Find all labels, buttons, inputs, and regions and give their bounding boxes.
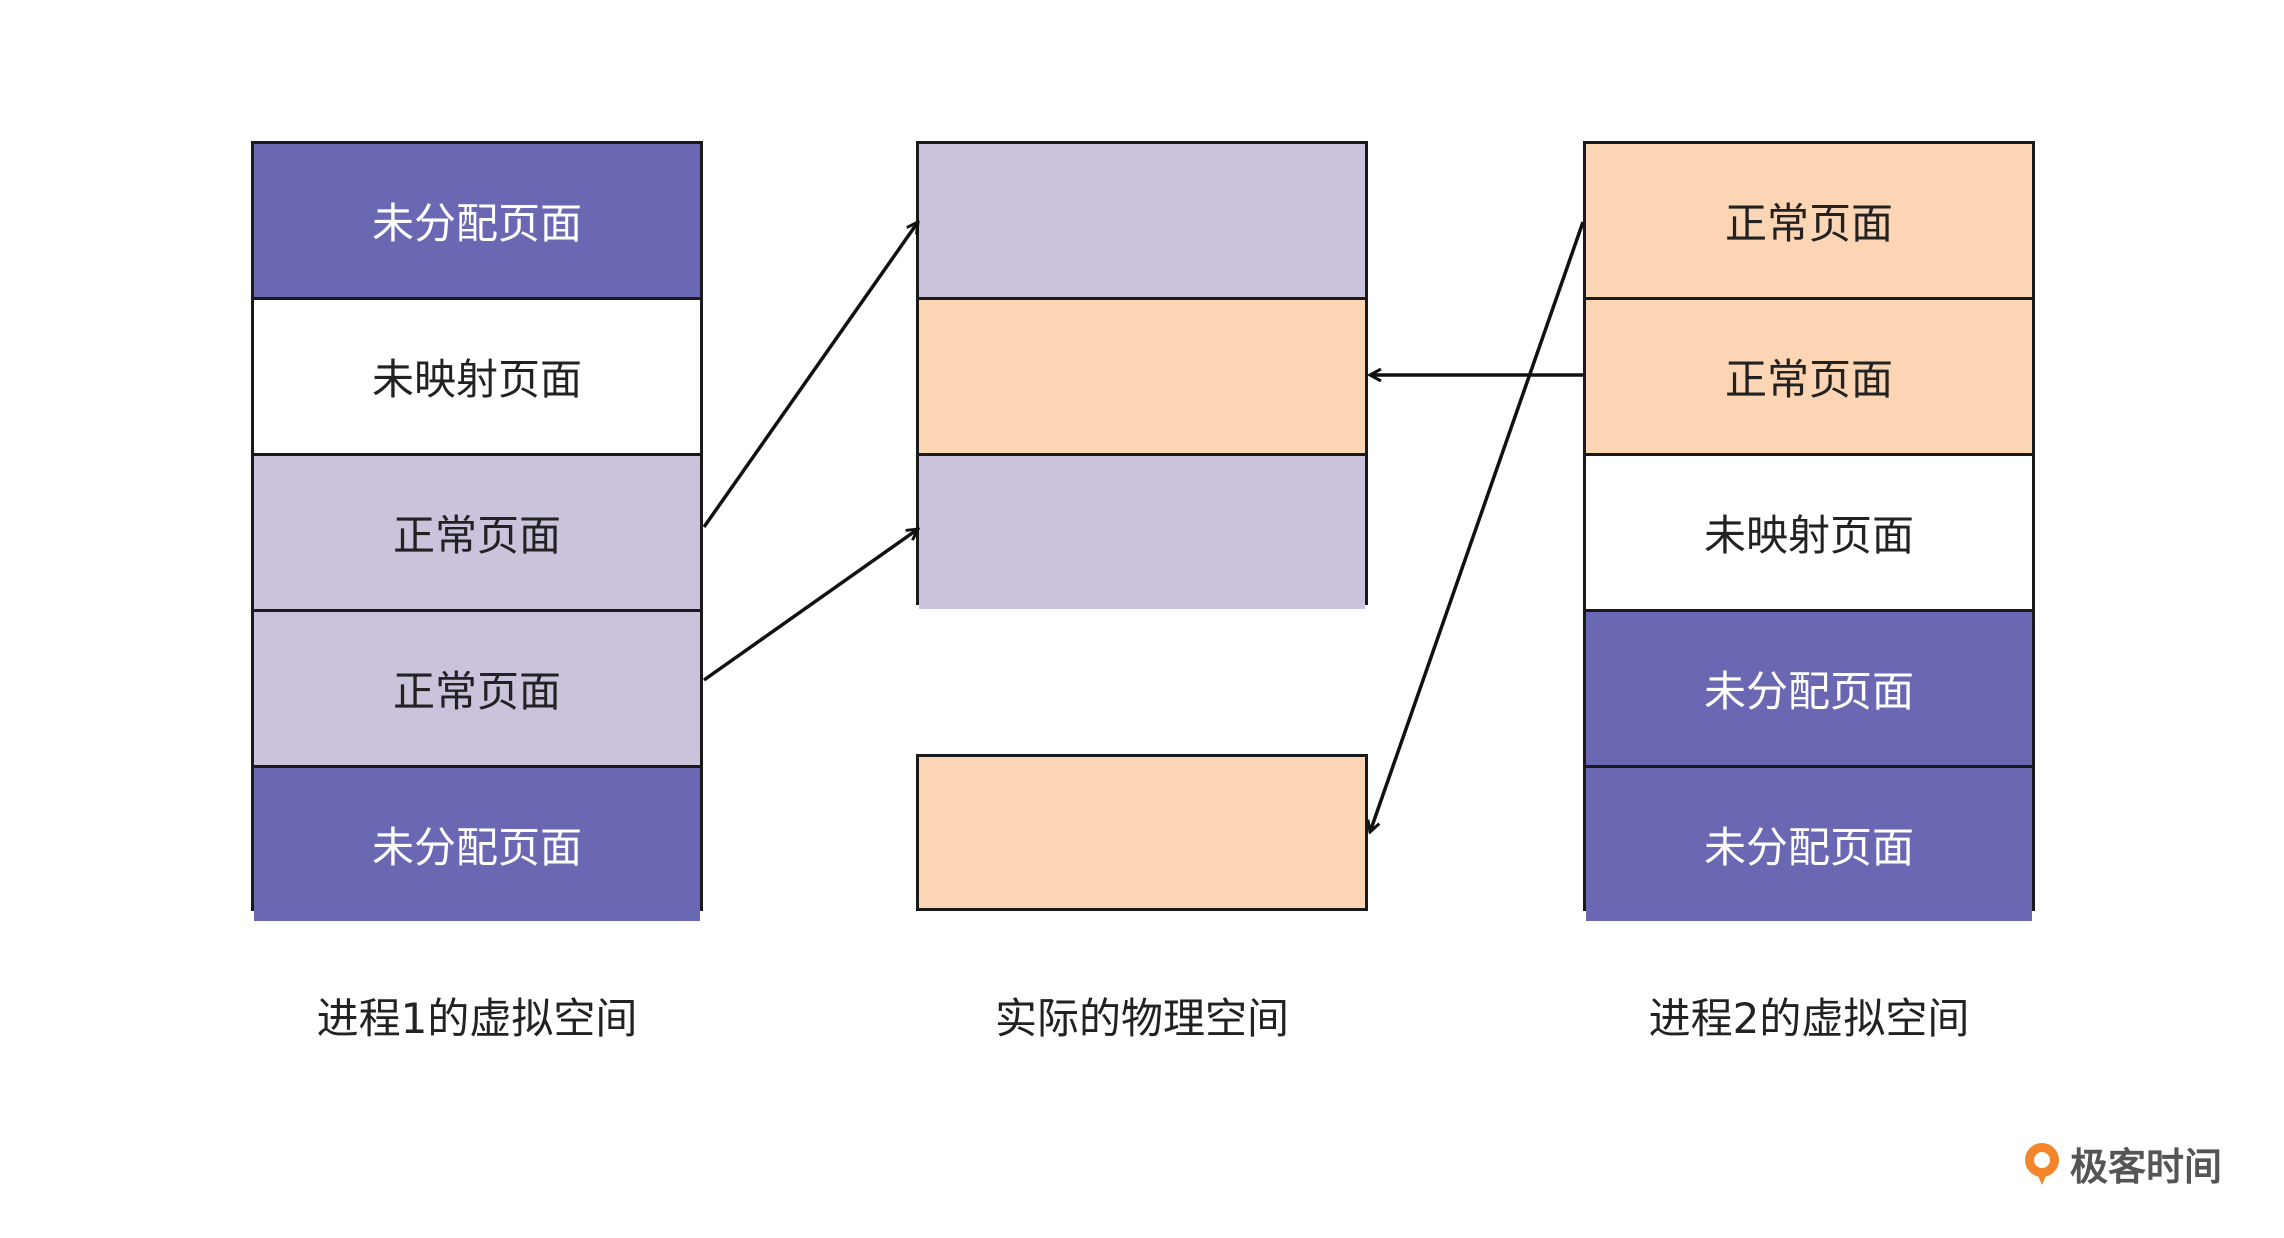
physical-frame-1 bbox=[919, 144, 1365, 300]
brand-name: 极客时间 bbox=[2070, 1145, 2223, 1189]
physical-caption: 实际的物理空间 bbox=[994, 994, 1289, 1043]
arrow-p2-page1-to-frame4 bbox=[1370, 221, 1585, 832]
process1-page-5: 未分配页面 bbox=[254, 768, 700, 921]
process2-page-2: 正常页面 bbox=[1586, 300, 2032, 456]
physical-memory-block-top bbox=[916, 141, 1368, 609]
process1-page-1: 未分配页面 bbox=[254, 144, 700, 300]
arrow-p1-page3-to-frame1 bbox=[702, 222, 918, 529]
physical-frame-2 bbox=[919, 300, 1365, 456]
process1-page-4: 正常页面 bbox=[254, 612, 700, 768]
process1-caption: 进程1的虚拟空间 bbox=[316, 994, 638, 1043]
process2-page-1: 正常页面 bbox=[1586, 144, 2032, 300]
process2-page-5: 未分配页面 bbox=[1586, 768, 2032, 921]
arrow-p1-page4-to-frame3 bbox=[702, 529, 918, 682]
brand-logo: 极客时间 bbox=[2022, 1136, 2222, 1191]
physical-frame-3 bbox=[919, 456, 1365, 609]
process2-page-4: 未分配页面 bbox=[1586, 612, 2032, 768]
process1-page-3: 正常页面 bbox=[254, 456, 700, 612]
process2-caption: 进程2的虚拟空间 bbox=[1648, 994, 1970, 1043]
process2-page-3: 未映射页面 bbox=[1586, 456, 2032, 612]
process1-page-2: 未映射页面 bbox=[254, 300, 700, 456]
physical-frame-4 bbox=[916, 754, 1368, 911]
process1-virtual-space: 未分配页面 未映射页面 正常页面 正常页面 未分配页面 bbox=[251, 141, 703, 921]
process2-virtual-space: 正常页面 正常页面 未映射页面 未分配页面 未分配页面 bbox=[1583, 141, 2035, 921]
geektime-logo-icon bbox=[2022, 1141, 2062, 1187]
